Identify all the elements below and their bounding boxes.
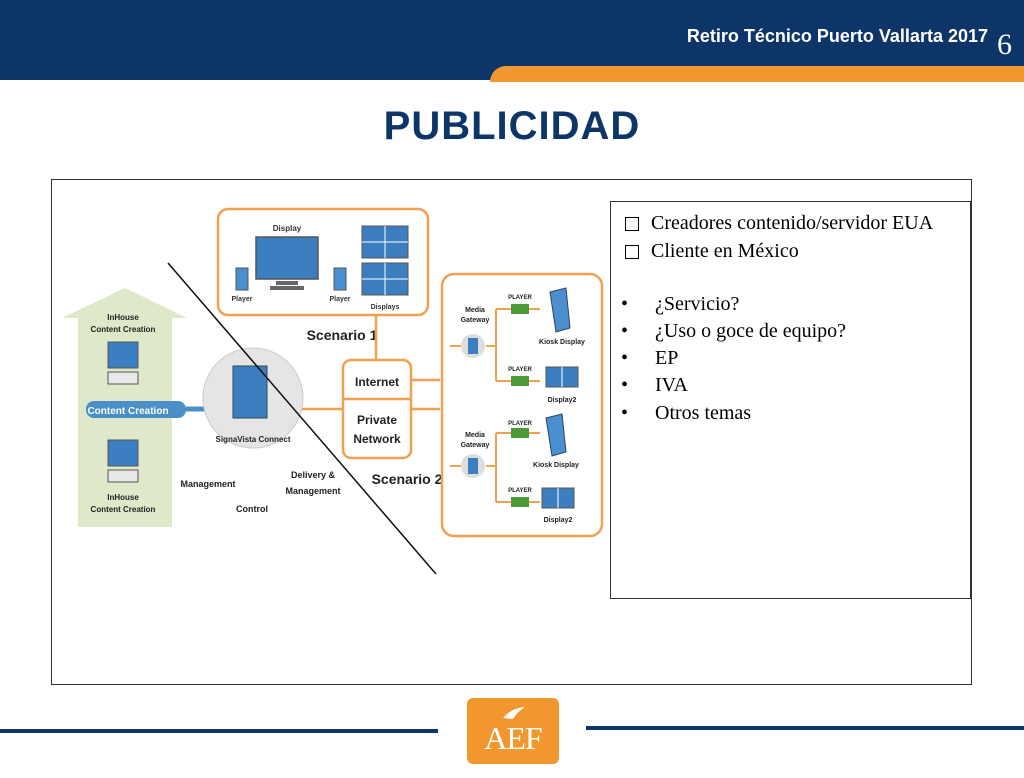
bullet-text: ¿Servicio?: [655, 293, 740, 315]
content-creation-label: Content Creation: [87, 406, 168, 417]
player-box: [511, 376, 529, 386]
player-label-right: Player: [329, 296, 350, 303]
delivery-mgmt-label: Management: [285, 486, 340, 496]
diagonal-divider-line: [167, 262, 437, 575]
checkbox-icon: [625, 216, 639, 231]
content-frame: [51, 179, 972, 685]
display-monitor-icon: [255, 236, 319, 280]
bullet-icon: •: [621, 320, 629, 342]
inhouse-label-top: InHouse: [107, 313, 139, 322]
network-diagram: Display Player Player Displays Scenario …: [62, 207, 604, 575]
computer-icon-top: [107, 341, 139, 369]
network-box: [341, 358, 413, 460]
monitor-base: [270, 286, 304, 290]
checklist-item: Creadores contenido/servidor EUA: [625, 212, 933, 235]
computer-base-top: [107, 371, 139, 385]
logo-text: AEF: [484, 720, 542, 756]
control-label: Control: [236, 504, 268, 514]
player-box: [511, 497, 529, 507]
player-box: [511, 428, 529, 438]
media-label-top: Media: [465, 307, 485, 314]
footer-line-left: [0, 729, 438, 733]
checklist-item: Cliente en México: [625, 240, 799, 263]
internet-label: Internet: [355, 375, 399, 389]
slide-title: PUBLICIDAD: [383, 104, 641, 148]
player-caps-label: PLAYER: [508, 488, 532, 494]
network-label: Network: [353, 432, 401, 446]
management-label: Management: [180, 479, 235, 489]
player-label-left: Player: [231, 296, 252, 303]
player-caps-label: PLAYER: [508, 367, 532, 373]
kiosk-label-top: Kiosk Display: [539, 339, 585, 346]
notes-textbox: Creadores contenido/servidor EUA Cliente…: [610, 201, 971, 599]
bullet-item: • IVA: [621, 374, 688, 397]
page-number: 6: [997, 28, 1012, 61]
kiosk-icon-bottom: [545, 413, 567, 457]
content-creation-pill: [86, 401, 186, 418]
bullet-icon: •: [621, 293, 629, 315]
inhouse-sub-bottom: Content Creation: [91, 505, 156, 514]
delivery-label: Delivery &: [291, 470, 336, 480]
signavista-label: SignaVista Connect: [216, 435, 291, 444]
gateway-box-bottom: [468, 458, 478, 474]
bullet-icon: •: [621, 374, 629, 396]
private-label: Private: [357, 413, 397, 427]
bullet-item: • ¿Servicio?: [621, 293, 739, 316]
bullet-text: Otros temas: [655, 402, 752, 424]
bullet-item: • ¿Uso o goce de equipo?: [621, 320, 846, 343]
scenario1-label: Scenario 1: [307, 327, 378, 343]
kiosk-label-bottom: Kiosk Display: [533, 462, 579, 469]
checklist-text: Creadores contenido/servidor EUA: [651, 212, 934, 234]
server-icon: [232, 365, 268, 419]
inhouse-sub-top: Content Creation: [91, 325, 156, 334]
bullet-text: ¿Uso o goce de equipo?: [655, 320, 847, 342]
display2-label-bottom: Display2: [544, 517, 573, 524]
bullet-item: • Otros temas: [621, 402, 751, 425]
bullet-text: IVA: [655, 374, 688, 396]
player-caps-label: PLAYER: [508, 295, 532, 301]
player-box: [511, 304, 529, 314]
monitor-stand: [276, 281, 298, 285]
player-caps-label: PLAYER: [508, 421, 532, 427]
checklist-text: Cliente en México: [651, 240, 799, 262]
kiosk-icon-top: [549, 287, 571, 333]
scenario2-label: Scenario 2: [372, 471, 443, 487]
bullet-item: • EP: [621, 347, 678, 370]
checkbox-icon: [625, 244, 639, 259]
footer-line-right: [586, 726, 1024, 730]
bullet-text: EP: [655, 347, 679, 369]
gateway-label-top: Gateway: [461, 317, 490, 324]
aef-logo: AEF: [467, 698, 559, 764]
displays-label: Displays: [371, 304, 400, 311]
header-accent-stripe: [490, 66, 1024, 82]
media-label-bottom: Media: [465, 432, 485, 439]
inhouse-label-bottom: InHouse: [107, 493, 139, 502]
gateway-label-bottom: Gateway: [461, 442, 490, 449]
gateway-box-top: [468, 338, 478, 354]
player-icon-right: [333, 267, 347, 291]
bullet-icon: •: [621, 347, 629, 369]
bullet-icon: •: [621, 402, 629, 424]
computer-base-bottom: [107, 469, 139, 483]
computer-icon-bottom: [107, 439, 139, 467]
display-label: Display: [273, 224, 302, 233]
header-title: Retiro Técnico Puerto Vallarta 2017: [686, 26, 988, 46]
bird-icon: [503, 707, 525, 719]
player-icon-left: [235, 267, 249, 291]
display2-label-top: Display2: [548, 397, 577, 404]
